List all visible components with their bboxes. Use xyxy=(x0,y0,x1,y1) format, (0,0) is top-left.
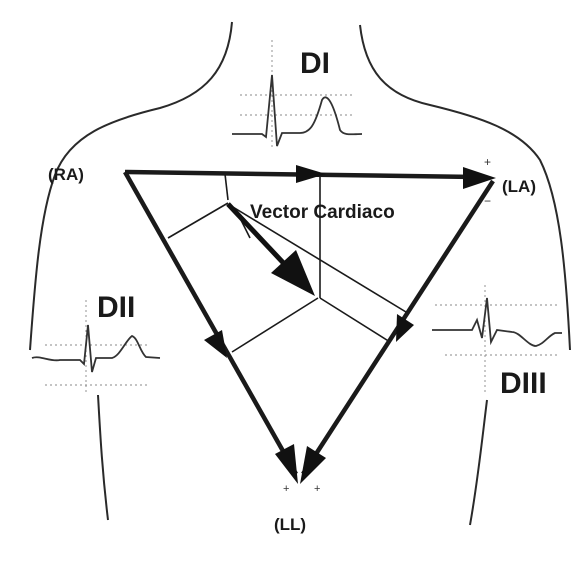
ecg-trace-d1 xyxy=(232,40,362,150)
label-left-arm: (LA) xyxy=(502,177,536,196)
lead-ii-end-arrowhead xyxy=(275,444,298,484)
label-left-leg: (LL) xyxy=(274,515,306,534)
torso-right-arm-line xyxy=(470,400,487,525)
svg-text:−: − xyxy=(484,194,491,208)
label-lead-iii: DIII xyxy=(500,367,547,400)
lead-ii-mid-arrowhead xyxy=(204,330,227,358)
label-lead-ii: DII xyxy=(97,291,135,324)
torso-left-arm-line xyxy=(98,395,108,520)
svg-text:+: + xyxy=(283,483,289,495)
svg-text:+: + xyxy=(314,483,320,495)
lead-i-mid-arrowhead xyxy=(296,165,326,183)
label-lead-i: DI xyxy=(300,47,330,80)
lead-iii-end-arrowhead xyxy=(300,446,326,484)
label-cardiac-vector: Vector Cardiaco xyxy=(250,202,395,223)
ecg-trace-d2 xyxy=(32,300,160,395)
label-right-arm: (RA) xyxy=(48,165,84,184)
svg-text:+: + xyxy=(484,155,491,169)
